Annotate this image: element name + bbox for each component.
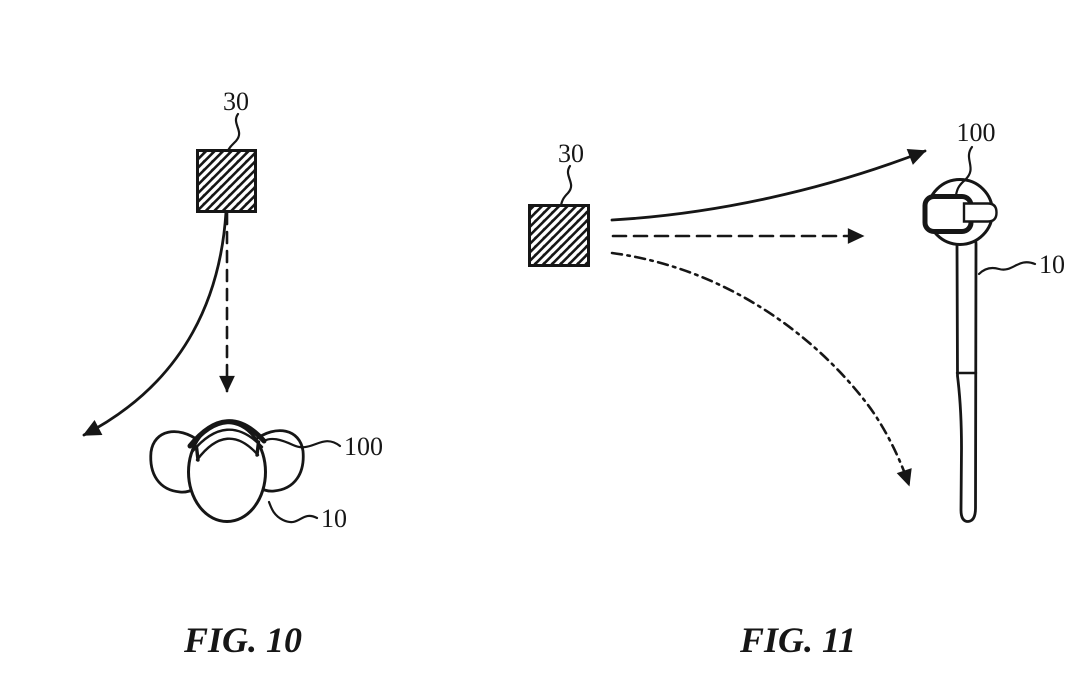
fig10-headset-outer-band [187, 419, 267, 449]
fig10-headset-middle-band [190, 428, 264, 454]
fig11-source-label: 30 [558, 139, 584, 168]
fig10-user-leader-line [267, 500, 319, 524]
fig11-curved-solid-arrow [610, 149, 927, 222]
fig11-user-body [955, 235, 978, 523]
fig10-headset-left-arm [194, 445, 200, 462]
fig11-headset-strap [962, 202, 998, 223]
fig10-caption: FIG. 10 [183, 620, 302, 660]
fig10-source-label: 30 [223, 87, 249, 116]
fig11-user-leader-line [977, 261, 1037, 276]
fig10-headset-leader-line [262, 437, 342, 449]
fig11-group: 30 100 10 FIG. 11 [528, 118, 1065, 660]
fig11-source-leader-line [559, 164, 573, 207]
fig11-headset-leader-line [954, 145, 974, 197]
fig11-curved-dash-dot-arrow [610, 251, 912, 487]
fig10-group: 30 100 10 FIG [82, 87, 383, 660]
fig11-user-label: 10 [1039, 250, 1065, 279]
fig10-curved-path-arrow [82, 210, 228, 437]
fig10-source-leader-line [226, 112, 241, 153]
fig10-source-box [196, 149, 257, 213]
fig10-user-label: 10 [321, 504, 347, 533]
fig10-headset-visor-arc [195, 437, 260, 462]
fig10-headset-right-arm [255, 440, 261, 457]
fig11-caption: FIG. 11 [739, 620, 856, 660]
fig11-source-box [528, 204, 590, 267]
fig11-headset-label: 100 [957, 118, 996, 147]
fig10-headset-label: 100 [344, 432, 383, 461]
